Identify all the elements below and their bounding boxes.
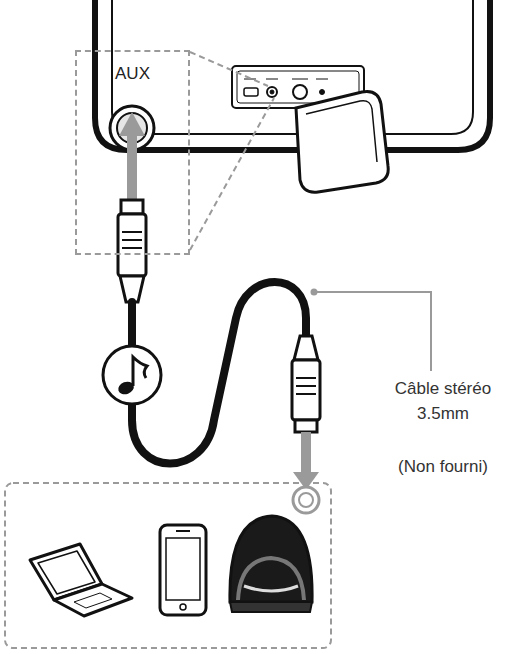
port-flap-part — [296, 92, 388, 193]
speaker-body-part — [95, 0, 490, 150]
device-group-part — [299, 493, 313, 507]
phone-icon-part — [160, 525, 206, 615]
laptop-icon-part — [74, 593, 112, 608]
leader-line-part — [314, 292, 431, 371]
connector-panel-part — [267, 87, 277, 97]
connector-panel-part — [316, 79, 328, 80]
connector-panel-part — [293, 85, 307, 99]
plug-bottom-part — [296, 393, 316, 395]
speaker-body-part — [112, 0, 473, 134]
plug-bottom-part — [292, 360, 320, 420]
plug-bottom-part — [301, 432, 311, 476]
mp3-player-icon — [230, 516, 312, 612]
port-label: AUX — [77, 52, 188, 84]
port-flap — [296, 92, 388, 193]
plug-top-part — [122, 239, 142, 241]
note-label: (Non fourni) — [378, 454, 508, 479]
plug-top-part — [127, 132, 137, 200]
music-note-icon-part — [103, 346, 161, 404]
plug-bottom — [292, 336, 320, 490]
mp3-player-icon-part — [230, 602, 312, 612]
plug-bottom-part — [296, 385, 316, 387]
plug-bottom-part — [294, 336, 318, 360]
plug-top — [118, 112, 146, 302]
connector-panel-part — [292, 79, 308, 80]
speaker-body — [95, 0, 490, 150]
plug-top-part — [119, 112, 145, 136]
device-group-part — [5, 483, 331, 648]
music-note-icon-part — [133, 357, 147, 386]
cable-label: Câble stéréo 3.5mm — [387, 376, 499, 426]
phone-icon-part — [176, 530, 190, 532]
mp3-player-icon-part — [238, 558, 304, 600]
plug-bottom-part — [295, 420, 317, 432]
device-group — [5, 483, 331, 648]
plug-top-part — [122, 231, 142, 233]
phone-icon-part — [180, 604, 186, 610]
laptop-icon-part — [38, 551, 95, 594]
mp3-player-icon-part — [244, 586, 298, 591]
zoom-lines — [190, 52, 274, 250]
phone-icon — [160, 525, 206, 615]
aux-callout-box: AUX — [75, 50, 190, 255]
connector-panel-part — [266, 79, 278, 80]
device-group-part — [293, 487, 319, 513]
phone-icon-part — [166, 538, 200, 600]
laptop-icon-part — [54, 584, 132, 616]
music-note-icon — [103, 346, 161, 404]
connector-panel-part — [244, 88, 258, 96]
plug-top-part — [118, 214, 146, 276]
leader-line — [311, 289, 432, 372]
port-flap-part — [306, 101, 377, 162]
zoom-lines-part — [190, 52, 268, 86]
mp3-player-icon-part — [230, 516, 312, 602]
plug-bottom-part — [296, 377, 316, 379]
connector-panel-part — [270, 90, 274, 94]
plug-top-part — [121, 200, 143, 214]
connector-panel-part — [320, 90, 325, 95]
plug-top-part — [122, 247, 142, 249]
zoom-lines-part — [190, 98, 274, 250]
laptop-icon — [30, 544, 132, 616]
